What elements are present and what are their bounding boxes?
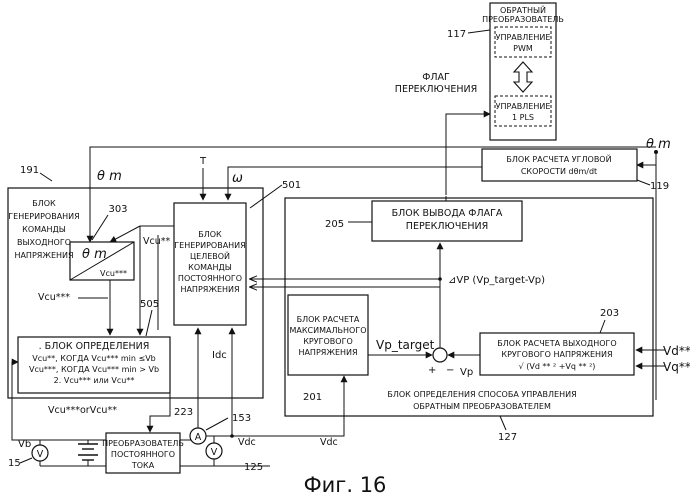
angular-speed-line-2: СКОРОСТИ dθm/dt <box>521 167 597 176</box>
switch-flag-line <box>446 114 490 195</box>
voltage-command-line-5: НАПРЯЖЕНИЯ <box>14 251 73 260</box>
dc-converter-line-1: ПРЕОБРАЗОВАТЕЛЬ <box>102 439 184 448</box>
vq-label: Vq** <box>663 360 690 374</box>
target-dc-line-3: ЦЕЛЕВОЙ <box>190 250 230 261</box>
method-line-2: ОБРАТНЫМ ПРЕОБРАЗОВАТЕЛЕМ <box>413 402 551 411</box>
sum-minus-label: − <box>446 365 454 376</box>
idc-label: Idc <box>212 350 227 361</box>
dc-converter-line-3: ТОКА <box>131 461 155 470</box>
target-dc-line-5: ПОСТОЯННОГО <box>178 274 242 283</box>
dc-voltmeter: V <box>206 436 222 466</box>
dc-converter-line-2: ПОСТОЯННОГО <box>111 450 175 459</box>
determination-line-3: Vcu***, КОГДА Vcu*** min > Vb <box>29 365 159 374</box>
vdc-label: Vdc <box>238 437 256 448</box>
method-line-1: БЛОК ОПРЕДЕЛЕНИЯ СПОСОБА УПРАВЛЕНИЯ <box>387 390 576 399</box>
target-dc-ref: 501 <box>282 180 301 191</box>
vd-label: Vd** <box>663 344 690 358</box>
switch-flag-label-1: ФЛАГ <box>422 72 450 83</box>
inverter-title-2: ПРЕОБРАЗОВАТЕЛЬ <box>482 15 564 24</box>
dc-voltmeter-symbol: V <box>211 447 218 458</box>
pls-control-2: 1 PLS <box>512 113 534 122</box>
inverter-ref: 117 <box>447 29 466 40</box>
vp-label: Vp <box>460 367 473 378</box>
battery-voltmeter: V 15 <box>8 440 60 469</box>
max-voltage-line-2: МАКСИМАЛЬНОГО <box>290 326 367 335</box>
max-voltage-line-1: БЛОК РАСЧЕТА <box>297 315 360 324</box>
omega-label: ω <box>232 171 243 186</box>
flag-output-line-1: БЛОК ВЫВОДА ФЛАГА <box>392 208 503 219</box>
angular-speed-line-1: БЛОК РАСЧЕТА УГЛОВОЙ <box>506 153 611 164</box>
target-dc-block: БЛОК ГЕНЕРИРОВАНИЯ ЦЕЛЕВОЙ КОМАНДЫ ПОСТО… <box>174 180 301 325</box>
angular-speed-block: БЛОК РАСЧЕТА УГЛОВОЙ СКОРОСТИ dθm/dt 119 <box>482 149 669 192</box>
max-voltage-line-3: КРУГОВОГО <box>303 337 353 346</box>
battery-symbol <box>60 440 106 466</box>
theta-m-label-right: θ m <box>646 137 671 152</box>
ammeter: A <box>190 428 206 444</box>
flag-output-ref: 205 <box>325 219 344 230</box>
max-voltage-block: БЛОК РАСЧЕТА МАКСИМАЛЬНОГО КРУГОВОГО НАП… <box>288 295 368 403</box>
vcu-or-label: Vcu***orVcu** <box>48 405 117 416</box>
vcu3-label: Vcu*** <box>38 292 70 303</box>
max-voltage-line-4: НАПРЯЖЕНИЯ <box>298 348 357 357</box>
angular-speed-ref: 119 <box>650 181 669 192</box>
max-voltage-ref: 201 <box>303 392 322 403</box>
inverter-title-1: ОБРАТНЫЙ <box>500 4 546 15</box>
voltage-command-line-4: ВЫХОДНОГО <box>17 238 71 247</box>
figure-caption: Фиг. 16 <box>304 473 387 497</box>
dc-converter-block: 223 ПРЕОБРАЗОВАТЕЛЬ ПОСТОЯННОГО ТОКА <box>102 407 193 473</box>
vcu2-label: Vcu** <box>143 236 170 247</box>
method-ref: 127 <box>498 432 517 443</box>
map-theta-label: θ m <box>82 247 107 262</box>
voltage-command-ref: 191 <box>20 165 39 176</box>
determination-line-1: . БЛОК ОПРЕДЕЛЕНИЯ <box>39 341 150 352</box>
output-voltage-ref: 203 <box>600 308 619 319</box>
inverter-block: ОБРАТНЫЙ ПРЕОБРАЗОВАТЕЛЬ УПРАВЛЕНИЕ PWM … <box>447 3 564 140</box>
torque-label: T <box>199 156 207 167</box>
target-dc-line-1: БЛОК <box>198 230 222 239</box>
output-voltage-block: БЛОК РАСЧЕТА ВЫХОДНОГО КРУГОВОГО НАПРЯЖЕ… <box>480 308 634 375</box>
determination-block: 505 . БЛОК ОПРЕДЕЛЕНИЯ Vcu**, КОГДА Vcu*… <box>18 299 170 393</box>
battery-voltmeter-symbol: V <box>37 449 44 460</box>
pwm-control-2: PWM <box>513 44 533 53</box>
target-dc-line-2: ГЕНЕРИРОВАНИЯ <box>174 241 245 250</box>
delta-vp-label: ⊿VP (Vp_target-Vp) <box>448 275 545 286</box>
meter-ref-125: 125 <box>244 462 263 473</box>
battery-voltmeter-ref: 15 <box>8 458 21 469</box>
theta-m-label-left: θ m <box>97 169 122 184</box>
target-dc-line-4: КОМАНДЫ <box>188 263 232 272</box>
switch-flag-label-2: ПЕРЕКЛЮЧЕНИЯ <box>395 84 477 95</box>
summing-junction <box>433 348 447 362</box>
ammeter-symbol: A <box>195 432 202 443</box>
vb-label: Vb <box>18 439 31 450</box>
flag-output-line-2: ПЕРЕКЛЮЧЕНИЯ <box>406 221 488 232</box>
sum-plus-label: + <box>428 365 436 376</box>
determination-line-4: 2. Vcu*** или Vcu** <box>54 376 135 385</box>
vp-target-label: Vp_target <box>376 338 435 352</box>
dc-converter-ref: 223 <box>174 407 193 418</box>
mode-switch-double-arrow <box>514 62 532 92</box>
output-voltage-line-3: √ (Vd ** ² +Vq ** ²) <box>519 362 596 371</box>
target-dc-line-6: НАПРЯЖЕНИЯ <box>180 285 239 294</box>
output-voltage-line-2: КРУГОВОГО НАПРЯЖЕНИЯ <box>501 350 612 359</box>
pls-control-1: УПРАВЛЕНИЕ <box>496 102 551 111</box>
meter-ref-153: 153 <box>232 413 251 424</box>
map-vcu-label: Vcu*** <box>100 269 127 278</box>
voltage-command-line-3: КОМАНДЫ <box>22 225 66 234</box>
output-voltage-line-1: БЛОК РАСЧЕТА ВЫХОДНОГО <box>497 339 616 348</box>
map-block-ref: 303 <box>108 204 127 215</box>
flag-output-block: БЛОК ВЫВОДА ФЛАГА ПЕРЕКЛЮЧЕНИЯ 205 <box>325 201 522 241</box>
voltage-command-line-2: ГЕНЕРИРОВАНИЯ <box>8 212 79 221</box>
vdc-label-2: Vdc <box>320 437 338 448</box>
voltage-command-line-1: БЛОК <box>32 199 56 208</box>
determination-ref: 505 <box>140 299 159 310</box>
determination-line-2: Vcu**, КОГДА Vcu*** min ≤Vb <box>32 354 156 363</box>
pwm-control-1: УПРАВЛЕНИЕ <box>496 33 551 42</box>
